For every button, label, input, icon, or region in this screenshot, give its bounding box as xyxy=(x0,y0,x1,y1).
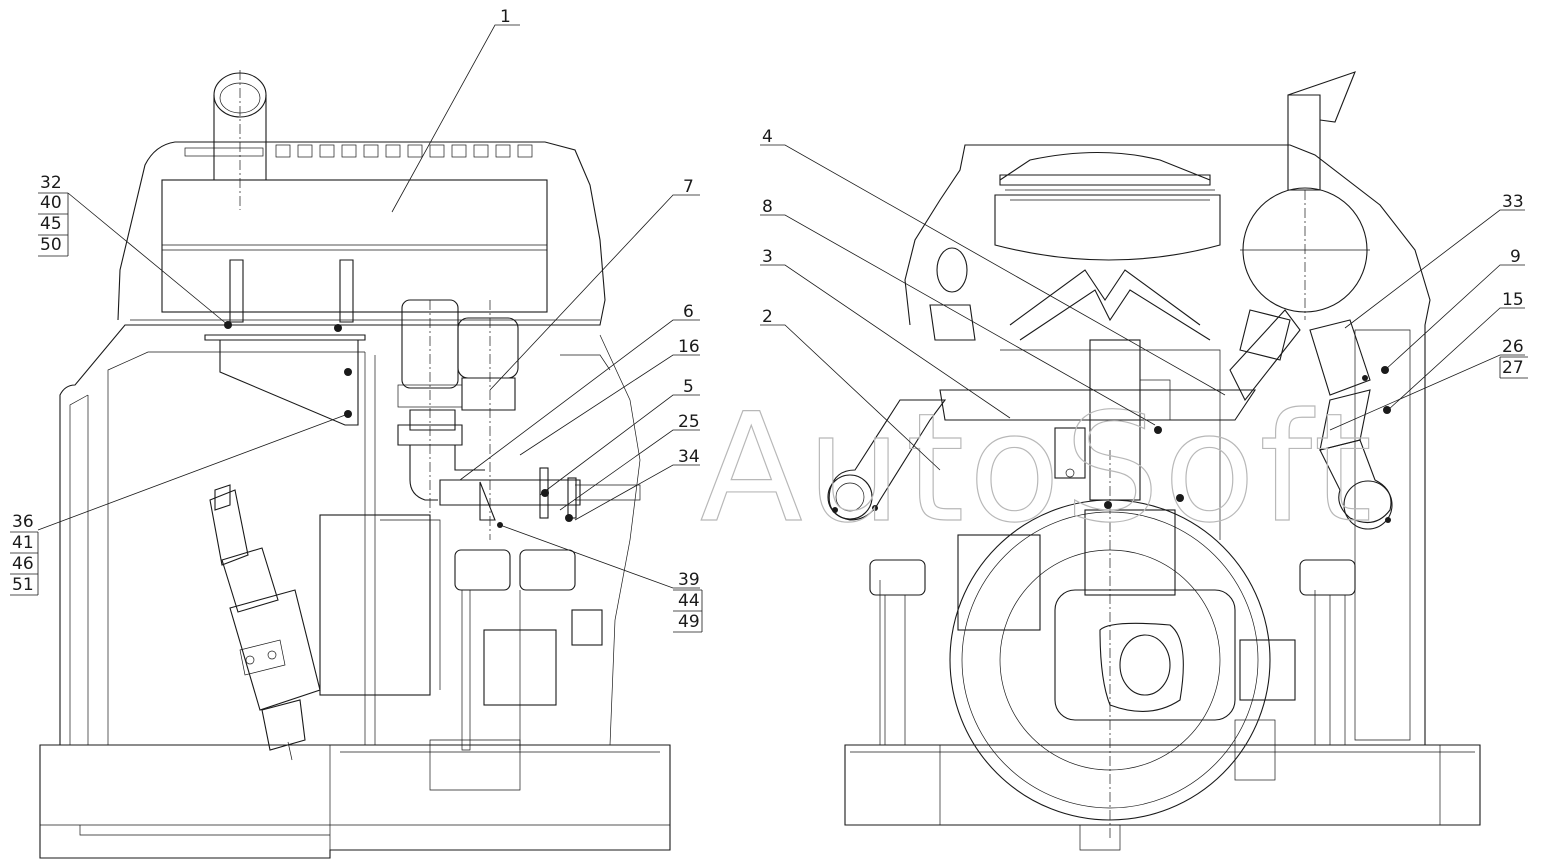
callout-9: 9 xyxy=(1510,247,1521,267)
left-muffler xyxy=(161,70,548,332)
callout-26: 26 xyxy=(1502,337,1524,357)
callout-49: 49 xyxy=(678,612,700,632)
callout-39: 39 xyxy=(678,570,700,590)
callout-1: 1 xyxy=(500,7,511,27)
callout-50: 50 xyxy=(40,235,62,255)
left-view xyxy=(39,70,671,859)
callout-27: 27 xyxy=(1502,358,1524,378)
left-gas-regulator xyxy=(209,484,321,761)
callout-51: 51 xyxy=(12,575,34,595)
callout-40: 40 xyxy=(40,193,62,213)
callout-15: 15 xyxy=(1502,290,1524,310)
callout-32: 32 xyxy=(40,173,62,193)
right-manifold xyxy=(1054,339,1171,501)
callout-25: 25 xyxy=(678,412,700,432)
callout-8: 8 xyxy=(762,197,773,217)
callout-44: 44 xyxy=(678,591,700,611)
callout-4: 4 xyxy=(762,127,773,147)
callout-46: 46 xyxy=(12,554,34,574)
left-lower-components xyxy=(319,334,641,791)
callout-stack-36: 36 41 46 51 xyxy=(10,512,39,596)
right-side-mounts xyxy=(869,559,1356,781)
callout-6: 6 xyxy=(683,302,694,322)
leader-lines xyxy=(37,24,1525,589)
callout-5: 5 xyxy=(683,377,694,397)
left-vent-slots xyxy=(184,144,533,158)
callout-16: 16 xyxy=(678,337,700,357)
right-air-filter xyxy=(994,151,1221,261)
callout-stack-32: 32 40 45 50 xyxy=(38,173,69,257)
left-bracket xyxy=(204,334,366,426)
left-base-frame xyxy=(39,744,671,859)
callout-2: 2 xyxy=(762,307,773,327)
left-exhaust-assembly xyxy=(397,299,641,540)
watermark: AutoSoft xyxy=(700,382,1376,556)
callouts-right: 4 8 3 2 33 9 15 xyxy=(762,127,1524,327)
right-enclosure xyxy=(879,144,1431,746)
callout-33: 33 xyxy=(1502,192,1524,212)
left-enclosure xyxy=(59,141,606,745)
callout-45: 45 xyxy=(40,214,62,234)
right-base-frame xyxy=(844,744,1481,851)
callout-34: 34 xyxy=(678,447,700,467)
right-exhaust-right xyxy=(1239,71,1393,530)
callout-36: 36 xyxy=(12,512,34,532)
callout-stack-39: 39 44 49 xyxy=(673,570,703,633)
right-exhaust-left xyxy=(827,247,1301,521)
callout-7: 7 xyxy=(683,177,694,197)
callout-3: 3 xyxy=(762,247,773,267)
callout-41: 41 xyxy=(12,533,34,553)
callout-stack-26: 26 27 xyxy=(1499,337,1528,379)
callouts-left: 1 7 6 16 5 25 34 xyxy=(500,7,700,467)
